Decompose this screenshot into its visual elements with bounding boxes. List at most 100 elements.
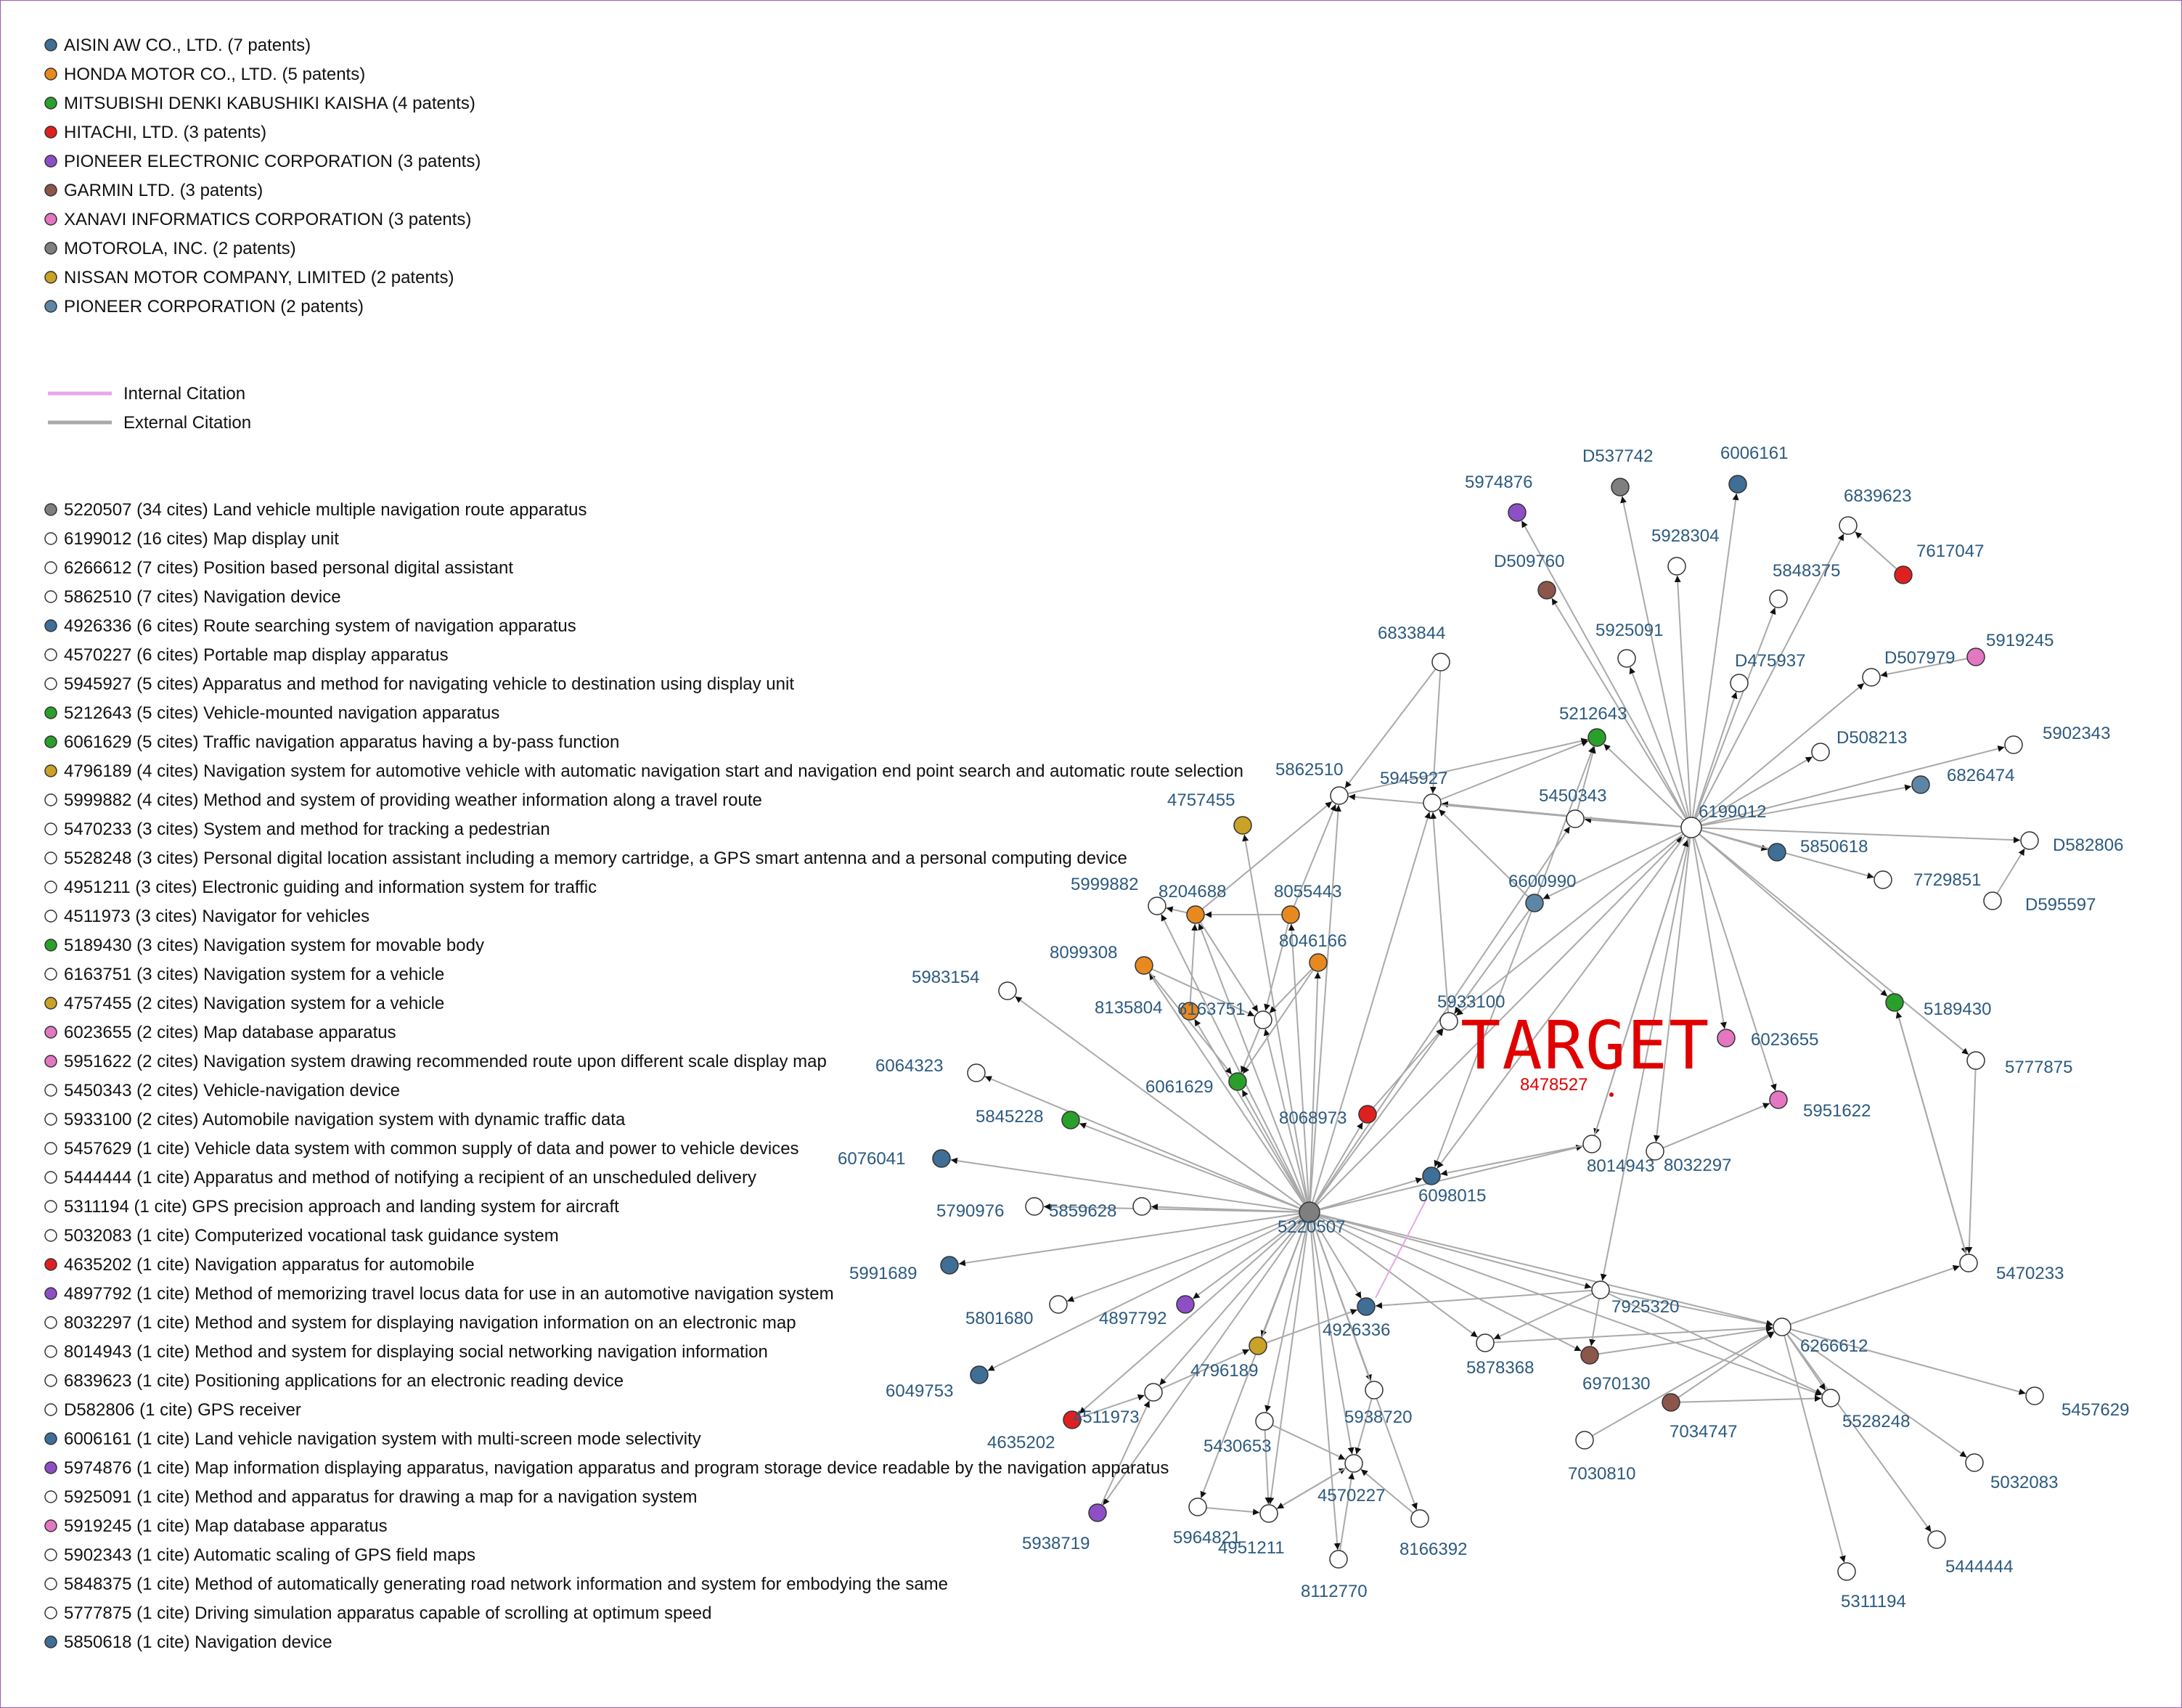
patent-node[interactable]: D595597 (1983, 891, 2096, 915)
patent-node[interactable]: 7617047 (1894, 542, 1984, 584)
patent-node[interactable]: 5991689 (849, 1256, 959, 1283)
patent-node[interactable]: 7034747 (1662, 1393, 1737, 1442)
patent-node[interactable]: 6006161 (1720, 444, 1788, 494)
patent-node[interactable]: 8204688 (1159, 882, 1226, 924)
patent-node[interactable]: 5457629 (2025, 1386, 2129, 1420)
patent-node[interactable]: 6098015 (1418, 1166, 1486, 1206)
patent-node-marker[interactable] (1176, 1295, 1195, 1314)
patent-node[interactable]: 5945927 (1380, 769, 1447, 812)
patent-node-marker[interactable] (1680, 817, 1702, 838)
patent-node[interactable]: 4511973 (1073, 1383, 1163, 1427)
patent-node[interactable]: 7729851 (1874, 870, 1981, 890)
patent-node[interactable]: 4926336 (1323, 1297, 1390, 1340)
patent-node[interactable]: 6023655 (1717, 1029, 1818, 1050)
patent-list-item[interactable]: 5902343 (1 cite) Automatic scaling of GP… (64, 1545, 475, 1565)
patent-node-marker[interactable] (998, 981, 1017, 1000)
patent-node[interactable]: 5212643 (1559, 704, 1627, 747)
patent-node[interactable]: 6839623 (1839, 486, 1911, 535)
patent-node[interactable]: 4570227 (1317, 1454, 1385, 1505)
patent-node[interactable]: 8046166 (1279, 931, 1347, 972)
patent-node-marker[interactable] (1254, 1010, 1272, 1029)
patent-node-marker[interactable] (1025, 1197, 1044, 1216)
patent-node[interactable]: 8135804 (1095, 998, 1199, 1021)
patent-node[interactable]: 5850618 (1768, 837, 1868, 862)
patent-node[interactable]: 5951622 (1769, 1090, 1871, 1121)
patent-list-item[interactable]: 5220507 (34 cites) Land vehicle multiple… (64, 500, 587, 520)
patent-list-item[interactable]: 6006161 (1 cite) Land vehicle navigation… (64, 1429, 701, 1449)
patent-node-marker[interactable] (1439, 1012, 1458, 1031)
patent-node-marker[interactable] (1144, 1383, 1163, 1402)
patent-node[interactable]: 5983154 (912, 968, 1017, 1000)
patent-node[interactable]: 6049753 (886, 1365, 989, 1401)
patent-node[interactable]: 5311194 (1837, 1562, 1906, 1611)
patent-node-marker[interactable] (1476, 1333, 1495, 1352)
patent-node[interactable]: 5032083 (1965, 1453, 2058, 1492)
patent-node[interactable]: 4757455 (1167, 790, 1252, 835)
patent-node-marker[interactable] (1667, 557, 1686, 576)
patent-node-marker[interactable] (1525, 894, 1544, 912)
patent-node[interactable]: 5999882 (1071, 875, 1166, 915)
patent-node-marker[interactable] (1885, 993, 1904, 1012)
patent-node-marker[interactable] (1811, 743, 1830, 761)
patent-list-item[interactable]: 5945927 (5 cites) Apparatus and method f… (64, 674, 794, 694)
patent-list-item[interactable]: 5999882 (4 cites) Method and system of p… (64, 790, 762, 810)
patent-node-marker[interactable] (1233, 816, 1252, 835)
patent-node[interactable]: 5189430 (1885, 993, 1991, 1019)
patent-list-item[interactable]: 5450343 (2 cites) Vehicle-navigation dev… (64, 1081, 400, 1100)
patent-node[interactable]: 8099308 (1050, 943, 1153, 975)
patent-node[interactable]: 6266612 (1773, 1317, 1868, 1356)
patent-node-marker[interactable] (1965, 1453, 1984, 1472)
patent-node-marker[interactable] (1365, 1381, 1384, 1400)
patent-list-item[interactable]: 5974876 (1 cite) Map information display… (64, 1458, 1169, 1478)
patent-node-marker[interactable] (1959, 1254, 1978, 1272)
patent-node-marker[interactable] (1611, 478, 1630, 497)
patent-node-marker[interactable] (1837, 1562, 1856, 1581)
patent-node-marker[interactable] (1180, 1002, 1199, 1021)
patent-node[interactable]: 5964821 (1173, 1497, 1241, 1548)
patent-node-marker[interactable] (1862, 668, 1881, 687)
patent-node-marker[interactable] (1894, 565, 1913, 584)
patent-node[interactable]: D582806 (2020, 831, 2123, 855)
patent-node-marker[interactable] (1769, 589, 1788, 608)
patent-node-marker[interactable] (1249, 1336, 1267, 1355)
patent-node[interactable]: 8112770 (1301, 1550, 1368, 1601)
patent-list-item[interactable]: 4926336 (6 cites) Route searching system… (64, 616, 576, 636)
patent-list-item[interactable]: 4635202 (1 cite) Navigation apparatus fo… (64, 1255, 475, 1275)
patent-node-marker[interactable] (1983, 891, 2002, 910)
patent-node-marker[interactable] (1580, 1346, 1599, 1365)
patent-node[interactable]: 6833844 (1378, 624, 1450, 671)
patent-node-marker[interactable] (1358, 1105, 1377, 1124)
patent-node-marker[interactable] (1717, 1029, 1736, 1047)
patent-node[interactable]: 8014943 (1582, 1135, 1654, 1176)
patent-list-item[interactable]: 5862510 (7 cites) Navigation device (64, 587, 341, 607)
patent-list-item[interactable]: 5528248 (3 cites) Personal digital locat… (64, 849, 1127, 868)
patent-node-marker[interactable] (970, 1365, 989, 1384)
patent-node[interactable]: 5919245 (1966, 631, 2054, 666)
patent-list-item[interactable]: D582806 (1 cite) GPS receiver (64, 1400, 301, 1420)
patent-node-marker[interactable] (1088, 1503, 1107, 1522)
patent-node-marker[interactable] (1422, 1166, 1441, 1185)
patent-node[interactable]: 7925320 (1591, 1280, 1679, 1317)
patent-node[interactable]: D507979 (1862, 648, 1955, 687)
patent-node-marker[interactable] (1662, 1393, 1680, 1412)
patent-list-item[interactable]: 5457629 (1 cite) Vehicle data system wit… (64, 1139, 799, 1159)
patent-node[interactable]: 8166392 (1399, 1509, 1467, 1559)
patent-node[interactable]: 6076041 (838, 1149, 951, 1169)
patent-node-marker[interactable] (1588, 728, 1606, 747)
patent-node[interactable]: 5450343 (1539, 786, 1606, 828)
patent-node[interactable]: 7030810 (1568, 1431, 1635, 1484)
patent-node-marker[interactable] (1591, 1280, 1610, 1299)
patent-list-item[interactable]: 4570227 (6 cites) Portable map display a… (64, 645, 449, 665)
patent-node[interactable]: 6199012 (1680, 802, 1766, 838)
patent-node-marker[interactable] (1063, 1410, 1082, 1429)
patent-node[interactable]: 5430653 (1204, 1412, 1274, 1456)
patent-node[interactable]: D508213 (1811, 728, 1907, 761)
patent-list-item[interactable]: 8014943 (1 cite) Method and system for d… (64, 1342, 768, 1362)
patent-node-marker[interactable] (1728, 475, 1747, 494)
patent-node-marker[interactable] (1148, 896, 1166, 915)
patent-node[interactable]: 5974876 (1465, 473, 1532, 522)
patent-node[interactable]: 5444444 (1927, 1530, 2013, 1577)
target-node-marker[interactable] (1609, 1092, 1614, 1097)
patent-node[interactable]: 6970130 (1580, 1346, 1650, 1394)
patent-list-item[interactable]: 6061629 (5 cites) Traffic navigation app… (64, 732, 619, 752)
